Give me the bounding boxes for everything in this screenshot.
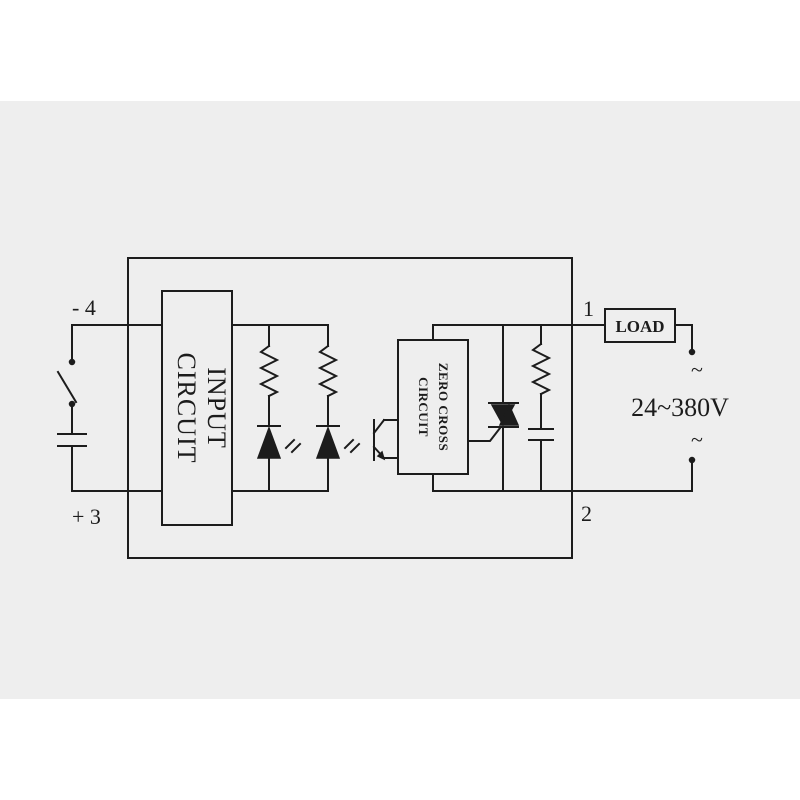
- zero-cross-label-line2: CIRCUIT: [416, 377, 431, 437]
- triac-symbol: [467, 324, 520, 492]
- ac-terminal-top: [688, 348, 696, 356]
- led-light-arrows-2: [343, 438, 361, 454]
- phototransistor-symbol: [372, 418, 399, 461]
- indicator-led-branch: [256, 324, 302, 492]
- output-top-bus: [432, 324, 606, 341]
- ac-symbol-top: ~: [691, 357, 703, 382]
- ac-symbol-bottom: ~: [691, 427, 703, 452]
- output-bottom-bus: [432, 473, 693, 492]
- input-circuit-block: [161, 290, 233, 526]
- input-circuit-label-line2: CIRCUIT: [172, 353, 201, 464]
- optocoupler-led-branch: [315, 324, 361, 492]
- load-to-source-wire: [674, 324, 693, 351]
- zero-cross-circuit-block: [397, 339, 469, 475]
- relay-module-outline: [127, 257, 573, 559]
- terminal-4-label: - 4: [72, 295, 96, 320]
- diagram-background: [0, 101, 800, 699]
- led-light-arrows-1: [284, 438, 302, 454]
- terminal-3-label: + 3: [72, 504, 101, 529]
- input-circuit-label-line1: INPUT: [202, 367, 231, 449]
- snubber-capacitor: [528, 428, 554, 492]
- snubber-resistor: [530, 324, 552, 429]
- load-label: LOAD: [615, 317, 664, 336]
- zero-cross-label-line1: ZERO CROSS: [436, 363, 451, 451]
- voltage-label: 24~380V: [631, 393, 729, 422]
- terminal-2-label: 2: [581, 501, 592, 526]
- input-switch-branch: [56, 324, 163, 433]
- input-capacitor-symbol: [57, 433, 163, 492]
- terminal-1-label: 1: [583, 296, 594, 321]
